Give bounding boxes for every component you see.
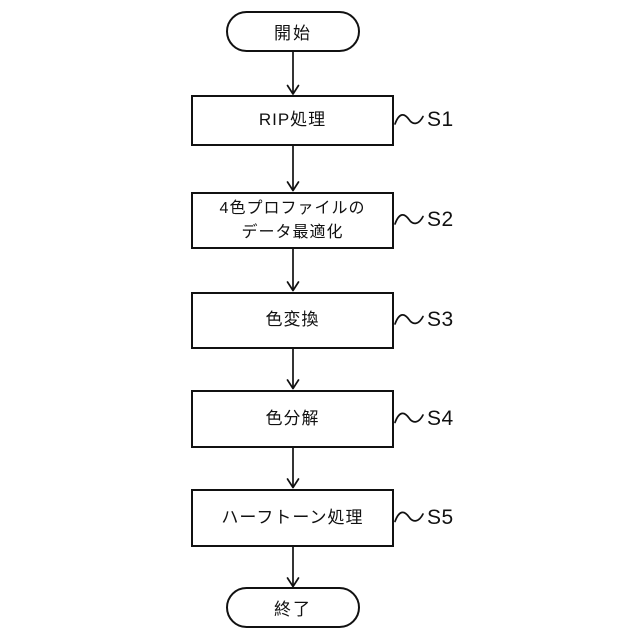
process-box-s2: 4色プロファイルの データ最適化 xyxy=(191,192,394,249)
flow-arrow-s4-s5 xyxy=(286,447,300,489)
flow-arrow-s3-s4 xyxy=(286,348,300,390)
step-ref-s2: S2 xyxy=(427,208,454,231)
process-label-s5: ハーフトーン処理 xyxy=(221,507,364,527)
flow-arrow-s5-end xyxy=(286,546,300,588)
process-box-s4: 色分解 xyxy=(191,390,394,448)
ref-connector-s1 xyxy=(394,114,424,125)
terminal-start-label: 開始 xyxy=(274,24,312,43)
terminal-end-label: 終了 xyxy=(274,600,312,619)
process-label-s4: 色分解 xyxy=(265,408,320,428)
process-box-s1: RIP処理 xyxy=(191,95,394,146)
terminal-start: 開始 xyxy=(226,11,360,52)
ref-connector-s5 xyxy=(394,511,424,523)
flow-arrow-s1-s2 xyxy=(286,145,300,192)
process-label-s3: 色変換 xyxy=(265,310,320,330)
process-box-s5: ハーフトーン処理 xyxy=(191,489,394,547)
step-ref-s3: S3 xyxy=(427,308,454,331)
flow-arrow-start-s1 xyxy=(286,51,300,95)
step-ref-s5: S5 xyxy=(427,506,454,529)
process-label-s2: 4色プロファイルの データ最適化 xyxy=(219,200,366,241)
step-ref-s4: S4 xyxy=(427,407,454,430)
process-label-s1: RIP処理 xyxy=(258,110,327,130)
step-ref-s1: S1 xyxy=(427,108,454,131)
process-box-s3: 色変換 xyxy=(191,292,394,349)
terminal-end: 終了 xyxy=(226,587,360,628)
ref-connector-s3 xyxy=(394,314,424,325)
ref-connector-s4 xyxy=(394,412,424,424)
flow-arrow-s2-s3 xyxy=(286,248,300,292)
ref-connector-s2 xyxy=(394,214,424,225)
